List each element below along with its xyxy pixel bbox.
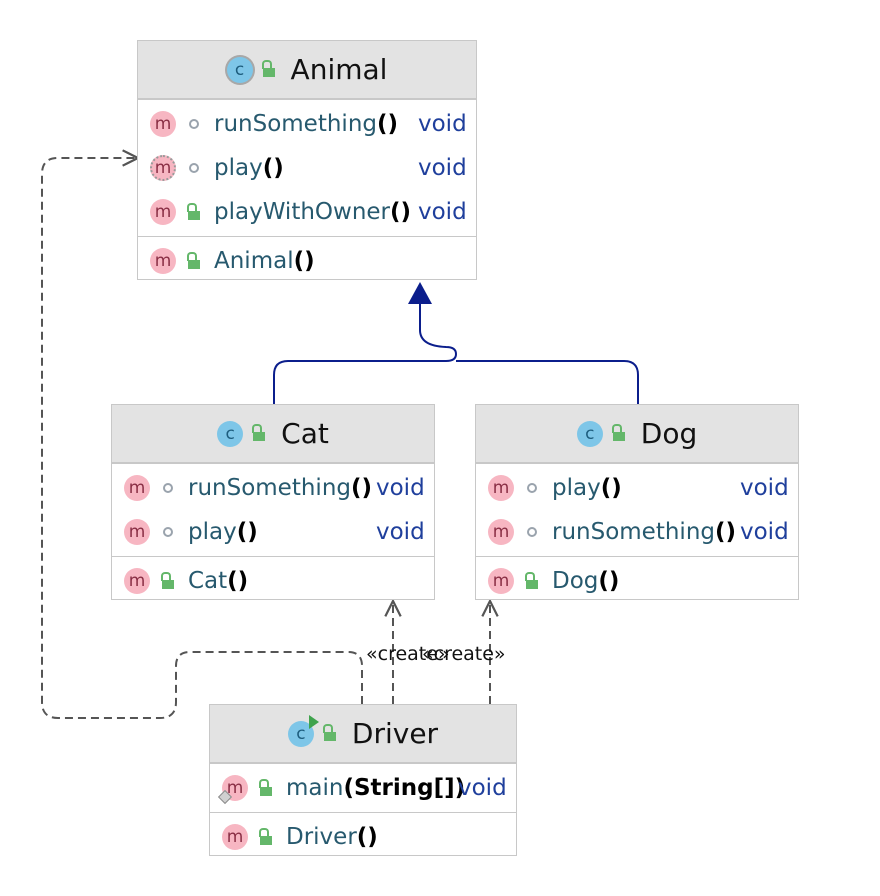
method-icon: m: [150, 199, 176, 225]
method-name: play(): [188, 519, 258, 545]
return-type: void: [458, 775, 507, 801]
method-row[interactable]: m runSomething() void: [138, 102, 476, 146]
return-type: void: [418, 155, 467, 181]
package-private-icon: [186, 116, 202, 132]
class-dog[interactable]: c Dog m play() void m runSomething() voi…: [475, 404, 799, 600]
method-name: playWithOwner(): [214, 199, 412, 225]
constructors-section: m Cat(): [112, 556, 434, 605]
method-icon: m: [222, 824, 248, 850]
class-driver[interactable]: c Driver m main(String[]) void m Driver(…: [209, 704, 517, 856]
public-lock-icon: [251, 424, 267, 442]
inheritance-edge-dog-animal: [456, 360, 639, 404]
class-cat[interactable]: c Cat m runSomething() void m play() voi…: [111, 404, 435, 600]
package-private-icon: [524, 524, 540, 540]
inheritance-edge-cat-animal: [273, 302, 458, 404]
class-name: Driver: [351, 717, 439, 750]
class-icon: c: [576, 420, 603, 447]
method-name: play(): [552, 475, 622, 501]
return-type: void: [418, 111, 467, 137]
constructor-row[interactable]: m Animal(): [138, 239, 476, 283]
package-private-icon: [160, 524, 176, 540]
return-type: void: [740, 475, 789, 501]
public-lock-icon: [160, 571, 176, 589]
constructor-row[interactable]: m Cat(): [112, 559, 434, 603]
class-name: Dog: [640, 417, 698, 450]
method-row[interactable]: m runSomething() void: [112, 466, 434, 510]
class-animal[interactable]: c Animal m runSomething() void m play() …: [137, 40, 477, 280]
dependency-edge-driver-animal: [41, 149, 363, 719]
constructor-name: Driver(): [286, 824, 378, 850]
package-private-icon: [186, 160, 202, 176]
method-row[interactable]: m runSomething() void: [476, 510, 798, 554]
class-name: Animal: [290, 53, 388, 86]
class-name: Cat: [281, 417, 329, 450]
public-lock-icon: [524, 571, 540, 589]
return-type: void: [740, 519, 789, 545]
methods-section: m runSomething() void m play() void m pl…: [138, 99, 476, 236]
method-row[interactable]: m play() void: [112, 510, 434, 554]
constructor-row[interactable]: m Dog(): [476, 559, 798, 603]
class-animal-header[interactable]: c Animal: [138, 41, 476, 99]
constructors-section: m Dog(): [476, 556, 798, 605]
constructor-row[interactable]: m Driver(): [210, 815, 516, 859]
method-icon: m: [150, 248, 176, 274]
method-name: runSomething(): [214, 111, 399, 137]
create-label-dog: «create»: [422, 643, 506, 665]
return-type: void: [376, 519, 425, 545]
run-icon: [308, 714, 319, 729]
package-private-icon: [160, 480, 176, 496]
method-row[interactable]: m playWithOwner() void: [138, 190, 476, 234]
method-icon: m: [488, 568, 514, 594]
methods-section: m runSomething() void m play() void: [112, 463, 434, 556]
method-icon: m: [488, 519, 514, 545]
constructors-section: m Driver(): [210, 812, 516, 861]
method-row[interactable]: m main(String[]) void: [210, 766, 516, 810]
class-driver-header[interactable]: c Driver: [210, 705, 516, 763]
method-row[interactable]: m play() void: [138, 146, 476, 190]
method-name: runSomething(): [552, 519, 737, 545]
constructors-section: m Animal(): [138, 236, 476, 285]
method-icon: m: [124, 519, 150, 545]
method-icon: m: [124, 475, 150, 501]
public-lock-icon: [186, 202, 202, 220]
public-lock-icon: [258, 827, 274, 845]
methods-section: m play() void m runSomething() void: [476, 463, 798, 556]
inheritance-arrowhead: [408, 282, 432, 304]
class-dog-header[interactable]: c Dog: [476, 405, 798, 463]
abstract-method-icon: m: [150, 155, 176, 181]
constructor-name: Dog(): [552, 568, 620, 594]
class-icon: c: [217, 420, 244, 447]
create-label-cat: «create»: [366, 643, 450, 665]
runnable-class-icon: c: [287, 714, 319, 747]
method-name: play(): [214, 155, 284, 181]
constructor-name: Cat(): [188, 568, 249, 594]
method-row[interactable]: m play() void: [476, 466, 798, 510]
method-name: runSomething(): [188, 475, 373, 501]
methods-section: m main(String[]) void: [210, 763, 516, 812]
public-lock-icon: [258, 778, 274, 796]
package-private-icon: [524, 480, 540, 496]
method-icon: m: [150, 111, 176, 137]
constructor-name: Animal(): [214, 248, 315, 274]
return-type: void: [376, 475, 425, 501]
public-lock-icon: [186, 251, 202, 269]
method-name: main(String[]): [286, 775, 466, 801]
abstract-class-icon: c: [226, 56, 253, 83]
public-lock-icon: [611, 424, 627, 442]
return-type: void: [418, 199, 467, 225]
public-lock-icon: [261, 60, 277, 78]
method-icon: m: [488, 475, 514, 501]
class-cat-header[interactable]: c Cat: [112, 405, 434, 463]
public-lock-icon: [322, 724, 338, 742]
method-icon: m: [124, 568, 150, 594]
method-icon: m: [222, 775, 248, 801]
